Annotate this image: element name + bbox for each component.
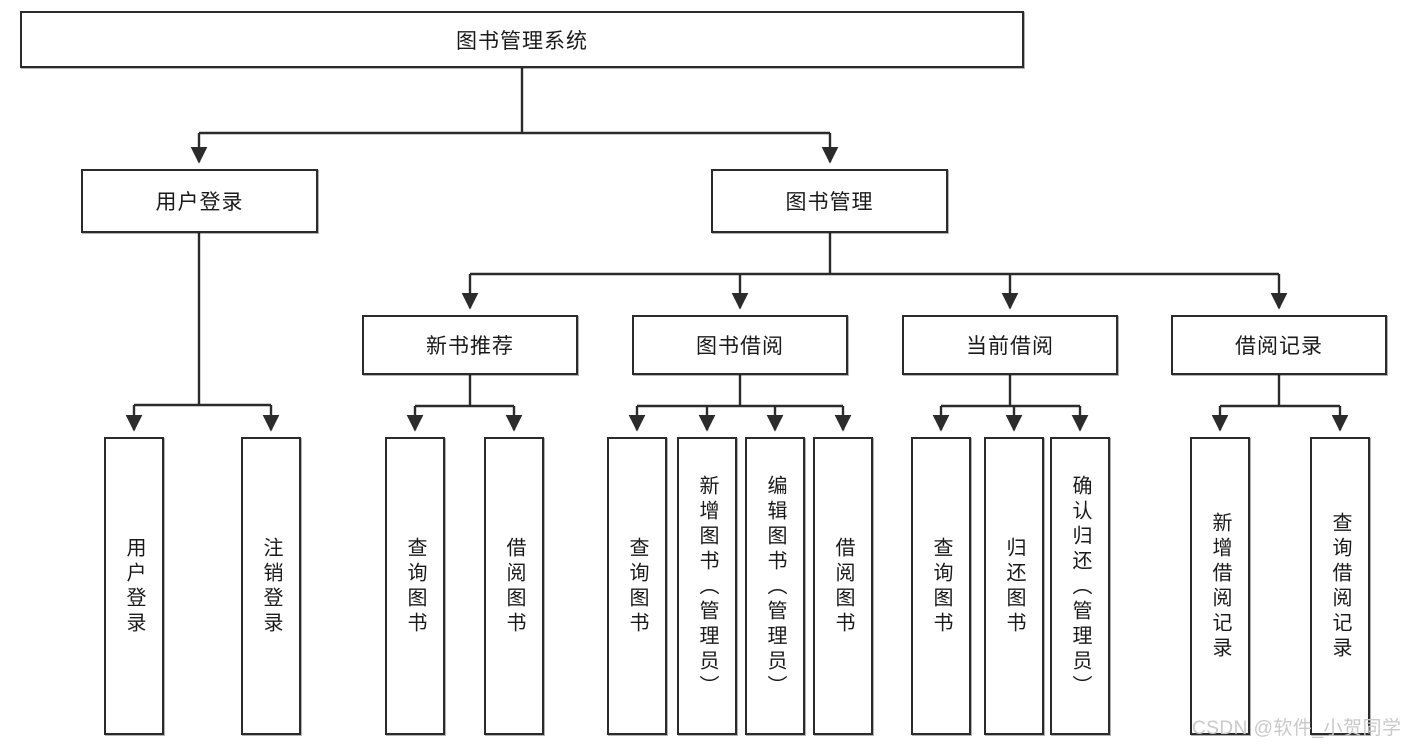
node-leaf-user-login[interactable]: 用户登录	[104, 437, 164, 735]
node-user-login[interactable]: 用户登录	[81, 169, 318, 233]
node-leaf-add-book[interactable]: 新增图书（管理员）	[677, 437, 737, 735]
node-leaf-query-borrow-record[interactable]: 查询借阅记录	[1310, 437, 1370, 735]
node-label: 新增借阅记录	[1209, 512, 1231, 662]
node-label: 当前借阅	[966, 335, 1054, 358]
node-label: 图书借阅	[696, 335, 784, 358]
node-root-system[interactable]: 图书管理系统	[20, 11, 1024, 68]
node-label: 用户登录	[123, 537, 145, 637]
node-label: 新书推荐	[426, 335, 514, 358]
node-leaf-return-book[interactable]: 归还图书	[984, 437, 1044, 735]
node-label: 查询图书	[626, 537, 648, 637]
node-label: 图书管理系统	[456, 29, 588, 53]
node-leaf-borrow-book-rec[interactable]: 借阅图书	[484, 437, 544, 735]
node-leaf-confirm-return[interactable]: 确认归还（管理员）	[1050, 437, 1110, 735]
node-leaf-edit-book[interactable]: 编辑图书（管理员）	[745, 437, 805, 735]
node-label: 确认归还（管理员）	[1069, 474, 1091, 700]
node-new-book-recommend[interactable]: 新书推荐	[362, 315, 578, 375]
node-label: 编辑图书（管理员）	[764, 474, 786, 700]
node-current-borrow[interactable]: 当前借阅	[902, 315, 1118, 375]
node-label: 归还图书	[1003, 537, 1025, 637]
node-label: 借阅图书	[503, 537, 525, 637]
node-label: 注销登录	[260, 537, 282, 637]
node-book-borrow[interactable]: 图书借阅	[632, 315, 848, 375]
node-leaf-query-book-current[interactable]: 查询图书	[911, 437, 971, 735]
node-leaf-user-logout[interactable]: 注销登录	[241, 437, 301, 735]
node-label: 查询图书	[930, 537, 952, 637]
node-book-manage[interactable]: 图书管理	[711, 169, 948, 233]
csdn-watermark: CSDN @软件_小贺同学	[1192, 718, 1402, 739]
node-label: 借阅记录	[1235, 335, 1323, 358]
node-leaf-borrow-book[interactable]: 借阅图书	[813, 437, 873, 735]
node-leaf-query-book-borrow[interactable]: 查询图书	[607, 437, 667, 735]
node-borrow-record[interactable]: 借阅记录	[1171, 315, 1387, 375]
node-label: 查询图书	[404, 537, 426, 637]
node-label: 查询借阅记录	[1329, 512, 1351, 662]
node-label: 新增图书（管理员）	[696, 474, 718, 700]
node-label: 借阅图书	[832, 537, 854, 637]
node-leaf-add-borrow-record[interactable]: 新增借阅记录	[1190, 437, 1250, 735]
node-label: 图书管理	[785, 191, 874, 214]
node-label: 用户登录	[155, 191, 244, 214]
node-leaf-query-book-rec[interactable]: 查询图书	[385, 437, 445, 735]
